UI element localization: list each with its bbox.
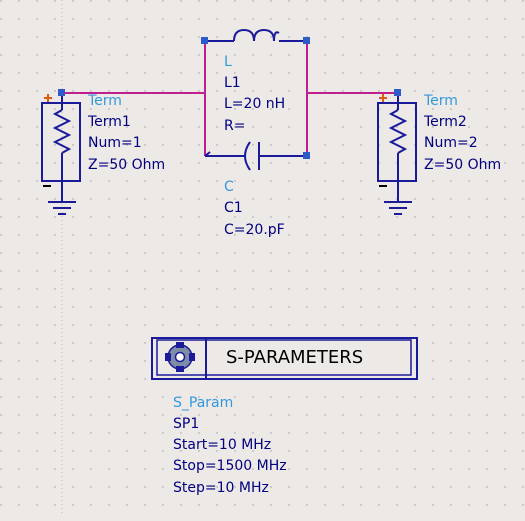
sparam-type-label: S_Param [173, 395, 233, 411]
sparam-inner-box [156, 339, 412, 376]
term2-ground-icon [384, 201, 412, 215]
inductor-name-label[interactable]: L1 [224, 75, 241, 91]
inductor-coil-icon [233, 28, 280, 42]
term2-name-label[interactable]: Term2 [423, 114, 467, 130]
term1-name-label[interactable]: Term1 [87, 114, 131, 130]
term2-type-label: Term [423, 93, 458, 109]
term1-resistor-icon [52, 109, 72, 154]
term2-impedance-label[interactable]: Z=50 Ohm [424, 157, 501, 173]
inductor-value-label[interactable]: L=20 nH [224, 96, 285, 112]
sparam-name-label[interactable]: SP1 [173, 416, 199, 432]
wires [62, 41, 398, 156]
term2-num-label[interactable]: Num=2 [424, 135, 478, 151]
capacitor-component[interactable]: C C1 C=20.pF [204, 141, 310, 238]
sparam-start-label[interactable]: Start=10 MHz [173, 437, 271, 453]
term1-pin[interactable] [58, 89, 65, 96]
inductor-component[interactable]: L L1 L=20 nH R= [201, 28, 310, 134]
sparam-controller[interactable]: S-PARAMETERS S_Param SP1 Start=10 MHz St… [151, 337, 418, 496]
sparam-title: S-PARAMETERS [226, 347, 363, 368]
inductor-pin-left[interactable] [201, 37, 208, 44]
gear-icon [165, 342, 195, 372]
capacitor-name-label[interactable]: C1 [224, 200, 243, 216]
term2-component[interactable]: Term Term2 Num=2 Z=50 Ohm [377, 89, 501, 215]
sparam-outer-box [151, 337, 418, 380]
capacitor-type-label: C [224, 179, 234, 195]
term1-type-label: Term [87, 93, 122, 109]
term2-pin[interactable] [394, 89, 401, 96]
term1-component[interactable]: Term Term1 Num=1 Z=50 Ohm [41, 89, 165, 215]
capacitor-curved-plate-icon [244, 141, 251, 171]
inductor-resistance-label[interactable]: R= [224, 118, 245, 134]
term1-impedance-label[interactable]: Z=50 Ohm [88, 157, 165, 173]
sparam-stop-label[interactable]: Stop=1500 MHz [173, 458, 287, 474]
term2-resistor-icon [388, 109, 408, 154]
inductor-type-label: L [224, 54, 232, 70]
inductor-pin-right[interactable] [303, 37, 310, 44]
term1-num-label[interactable]: Num=1 [88, 135, 142, 151]
sparam-step-label[interactable]: Step=10 MHz [173, 480, 269, 496]
capacitor-pin-right[interactable] [303, 152, 310, 159]
capacitor-value-label[interactable]: C=20.pF [224, 222, 285, 238]
term1-ground-icon [48, 201, 76, 215]
